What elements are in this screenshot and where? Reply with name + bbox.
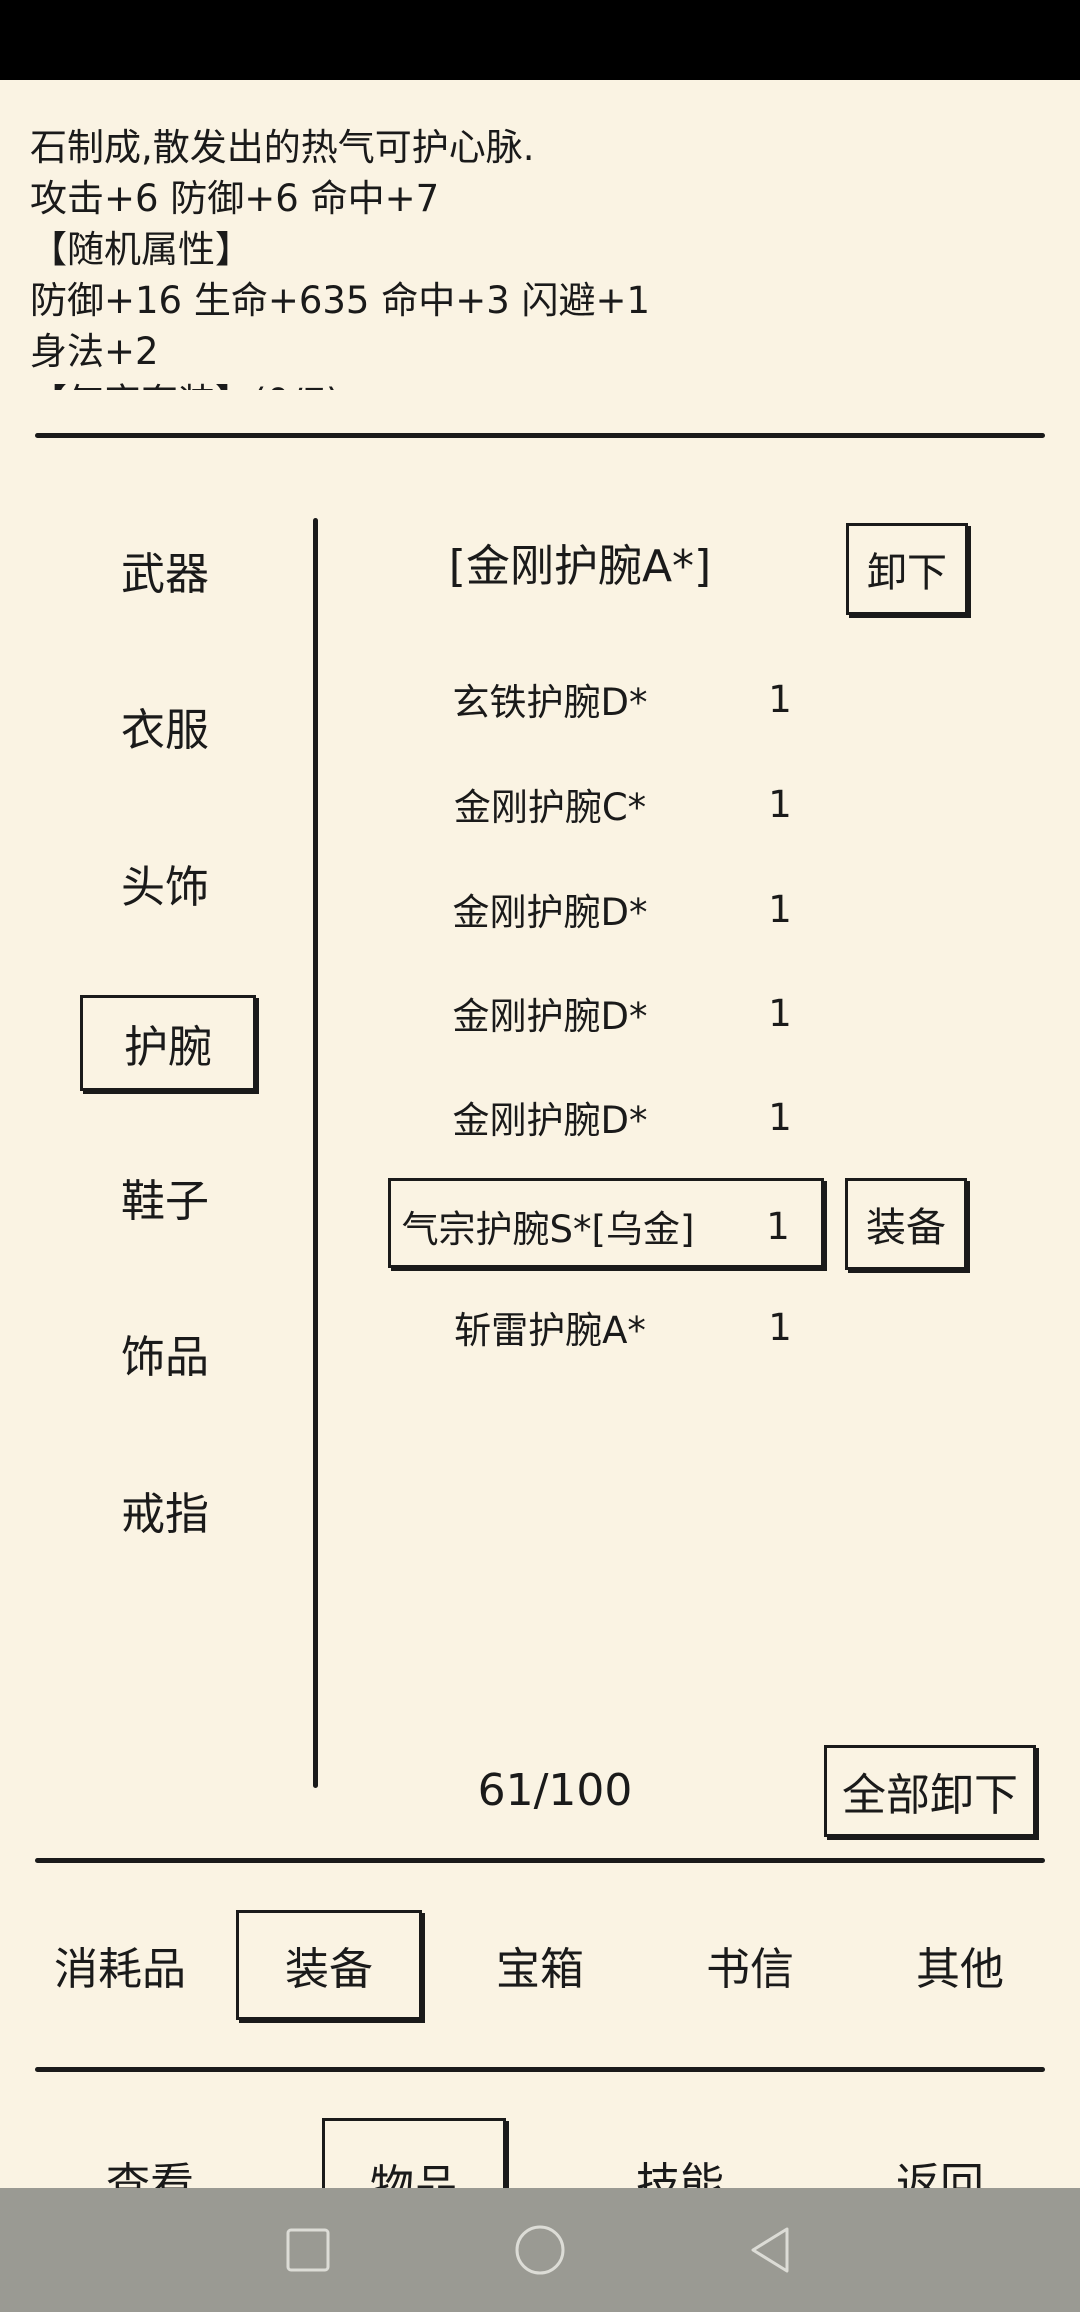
category-shoes[interactable]: 鞋子 — [80, 1152, 250, 1242]
description-line: 身法+2 — [30, 330, 159, 373]
unequip-button-label: 卸下 — [867, 550, 947, 596]
list-item[interactable]: 金刚护腕D* 1 — [390, 1072, 830, 1162]
item-name: 玄铁护腕D* — [452, 681, 648, 724]
tab-label: 其他 — [916, 1944, 1004, 1995]
category-bracer[interactable]: 护腕 — [80, 995, 256, 1091]
tab-label: 装备 — [285, 1944, 373, 1995]
description-line: 【随机属性】 — [30, 228, 252, 271]
item-name: 气宗护腕S*[乌金] — [401, 1208, 695, 1251]
item-quantity: 1 — [768, 677, 792, 721]
list-item[interactable]: 金刚护腕D* 1 — [390, 968, 830, 1058]
tab-label: 书信 — [706, 1944, 794, 1995]
description-line: 防御+16 生命+635 命中+3 闪避+1 — [30, 279, 651, 322]
category-label: 护腕 — [124, 1022, 212, 1073]
category-label: 饰品 — [121, 1332, 209, 1383]
equipped-item-name: [金刚护腕A*] — [448, 541, 712, 592]
item-quantity: 1 — [768, 782, 792, 826]
category-accessory[interactable]: 饰品 — [80, 1308, 250, 1398]
item-quantity: 1 — [768, 1095, 792, 1139]
tab-label: 消耗品 — [54, 1944, 186, 1995]
triangle-back-icon[interactable] — [740, 2220, 800, 2280]
equip-button-label: 装备 — [866, 1205, 946, 1251]
category-weapon[interactable]: 武器 — [80, 525, 250, 615]
category-label: 头饰 — [121, 862, 209, 913]
item-name: 金刚护腕D* — [452, 1099, 648, 1142]
tab-consumables[interactable]: 消耗品 — [40, 1910, 200, 2020]
item-name: 金刚护腕C* — [453, 786, 647, 829]
category-label: 武器 — [121, 549, 209, 600]
unequip-all-button-label: 全部卸下 — [842, 1770, 1018, 1821]
category-label: 鞋子 — [121, 1176, 209, 1227]
divider — [35, 2067, 1045, 2072]
list-item[interactable]: 金刚护腕C* 1 — [390, 759, 830, 849]
category-ring[interactable]: 戒指 — [80, 1465, 250, 1555]
category-headwear[interactable]: 头饰 — [80, 838, 250, 928]
item-name: 金刚护腕D* — [452, 891, 648, 934]
item-description[interactable]: 石制成,散发出的热气可护心脉. 攻击+6 防御+6 命中+7 【随机属性】 防御… — [30, 122, 1050, 390]
unequip-all-button[interactable]: 全部卸下 — [824, 1745, 1036, 1837]
status-bar — [0, 0, 1080, 80]
tab-treasure-chests[interactable]: 宝箱 — [460, 1910, 620, 2020]
divider-vertical — [313, 518, 318, 1788]
description-line: 【气宗套装】(0/7) — [30, 377, 1050, 390]
description-line: 攻击+6 防御+6 命中+7 — [30, 177, 440, 220]
divider — [35, 1858, 1045, 1863]
square-icon[interactable] — [278, 2220, 338, 2280]
item-name: 斩雷护腕A* — [454, 1309, 646, 1352]
category-clothes[interactable]: 衣服 — [80, 681, 250, 771]
system-navigation-bar — [0, 2188, 1080, 2312]
circle-icon[interactable] — [510, 2220, 570, 2280]
tab-letters[interactable]: 书信 — [670, 1910, 830, 2020]
list-item[interactable]: 玄铁护腕D* 1 — [390, 654, 830, 744]
item-quantity: 1 — [766, 1204, 790, 1248]
unequip-button[interactable]: 卸下 — [846, 523, 968, 615]
category-label: 衣服 — [121, 705, 209, 756]
tab-label: 宝箱 — [496, 1944, 584, 1995]
equip-button[interactable]: 装备 — [845, 1178, 967, 1270]
category-label: 戒指 — [121, 1489, 209, 1540]
item-quantity: 1 — [768, 1305, 792, 1349]
item-name: 金刚护腕D* — [452, 995, 648, 1038]
inventory-capacity: 61/100 — [477, 1764, 633, 1816]
tab-equipment[interactable]: 装备 — [236, 1910, 422, 2020]
tab-other[interactable]: 其他 — [880, 1910, 1040, 2020]
item-quantity: 1 — [768, 887, 792, 931]
description-line: 石制成,散发出的热气可护心脉. — [30, 126, 535, 169]
list-item[interactable]: 斩雷护腕A* 1 — [390, 1282, 830, 1372]
list-item-selected[interactable]: 气宗护腕S*[乌金] 1 — [388, 1178, 824, 1268]
divider — [35, 433, 1045, 438]
list-item[interactable]: 金刚护腕D* 1 — [390, 864, 830, 954]
item-quantity: 1 — [768, 991, 792, 1035]
